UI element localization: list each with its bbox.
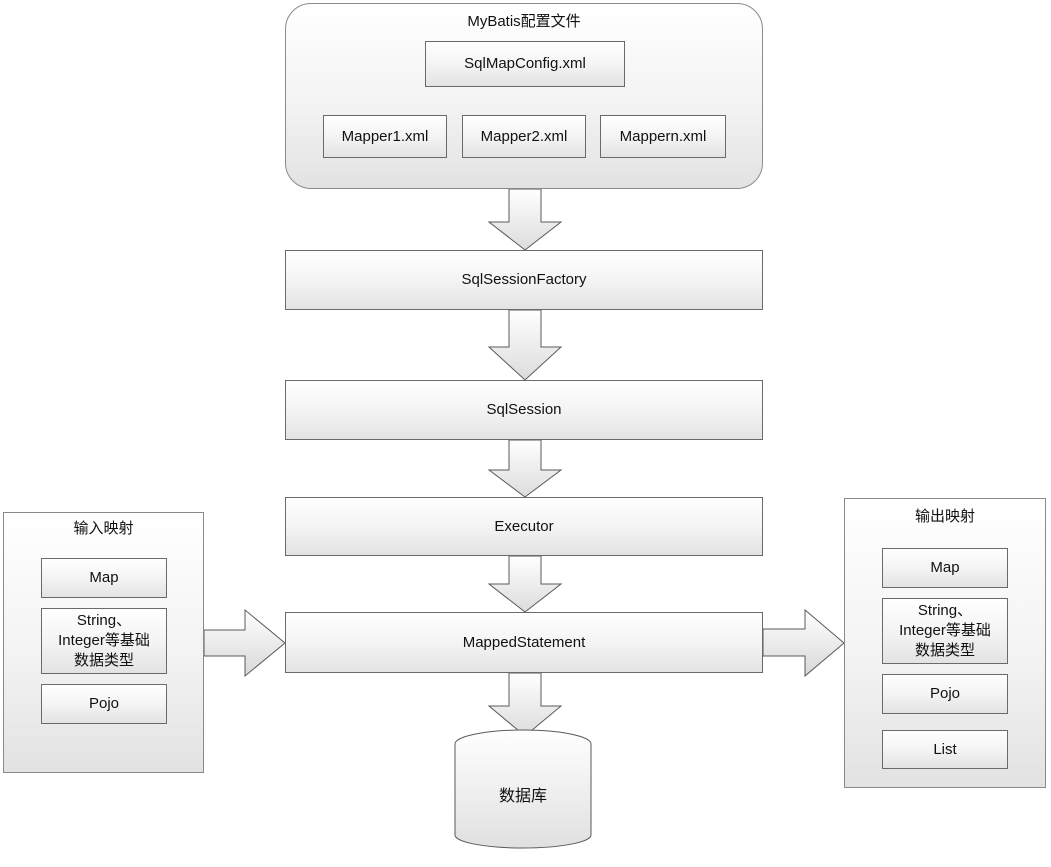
arrow-config-to-factory <box>487 188 563 251</box>
config-group-title: MyBatis配置文件 <box>467 13 581 30</box>
database-label: 数据库 <box>499 787 547 805</box>
arrow-mappedstatement-to-output <box>762 608 845 678</box>
sqlmapconfig-label: SqlMapConfig.xml <box>464 55 586 72</box>
input-pojo-box: Pojo <box>41 684 167 724</box>
output-basic-types-line: String、 <box>917 602 973 619</box>
sqlsessionfactory-box: SqlSessionFactory <box>285 250 763 310</box>
input-basic-types-line: 数据类型 <box>73 652 134 669</box>
output-basic-types-line: 数据类型 <box>914 642 975 659</box>
output-map-box: Map <box>882 548 1008 588</box>
mappern-box: Mappern.xml <box>600 115 726 158</box>
output-basic-types-box: String、 Integer等基础 数据类型 <box>882 598 1008 664</box>
output-pojo-label: Pojo <box>929 685 961 702</box>
database-shape <box>454 729 592 849</box>
input-map-box: Map <box>41 558 167 598</box>
output-pojo-box: Pojo <box>882 674 1008 714</box>
mapper1-label: Mapper1.xml <box>341 127 429 145</box>
mappern-label: Mappern.xml <box>619 127 707 145</box>
output-list-box: List <box>882 730 1008 769</box>
output-mapping-title: 输出映射 <box>914 508 975 525</box>
input-pojo-label: Pojo <box>88 695 120 712</box>
arrow-session-to-executor <box>487 439 563 498</box>
output-basic-types-line: Integer等基础 <box>899 622 991 639</box>
database-cylinder: 数据库 <box>454 729 592 849</box>
input-mapping-title: 输入映射 <box>73 520 134 537</box>
mappedstatement-label: MappedStatement <box>462 633 586 651</box>
input-map-label: Map <box>89 569 119 586</box>
sqlmapconfig-box: SqlMapConfig.xml <box>425 41 625 87</box>
config-group: MyBatis配置文件 SqlMapConfig.xml Mapper1.xml… <box>285 3 763 189</box>
arrow-executor-to-mappedstatement <box>487 555 563 613</box>
mapper2-box: Mapper2.xml <box>462 115 586 158</box>
input-basic-types-line: String、 <box>76 612 132 629</box>
input-mapping-group: 输入映射 Map String、 Integer等基础 数据类型 Pojo <box>3 512 204 773</box>
arrow-factory-to-session <box>487 309 563 381</box>
output-map-label: Map <box>930 559 960 576</box>
arrow-mappedstatement-to-database <box>487 672 563 737</box>
sqlsession-box: SqlSession <box>285 380 763 440</box>
output-list-label: List <box>933 740 957 758</box>
executor-label: Executor <box>494 517 554 535</box>
mappedstatement-box: MappedStatement <box>285 612 763 673</box>
mapper2-label: Mapper2.xml <box>480 127 568 145</box>
input-basic-types-box: String、 Integer等基础 数据类型 <box>41 608 167 674</box>
mapper1-box: Mapper1.xml <box>323 115 447 158</box>
input-basic-types-line: Integer等基础 <box>58 632 150 649</box>
sqlsession-label: SqlSession <box>486 401 562 418</box>
arrow-input-to-mappedstatement <box>203 608 286 678</box>
output-mapping-group: 输出映射 Map String、 Integer等基础 数据类型 Pojo Li… <box>844 498 1046 788</box>
executor-box: Executor <box>285 497 763 556</box>
sqlsessionfactory-label: SqlSessionFactory <box>461 271 587 288</box>
